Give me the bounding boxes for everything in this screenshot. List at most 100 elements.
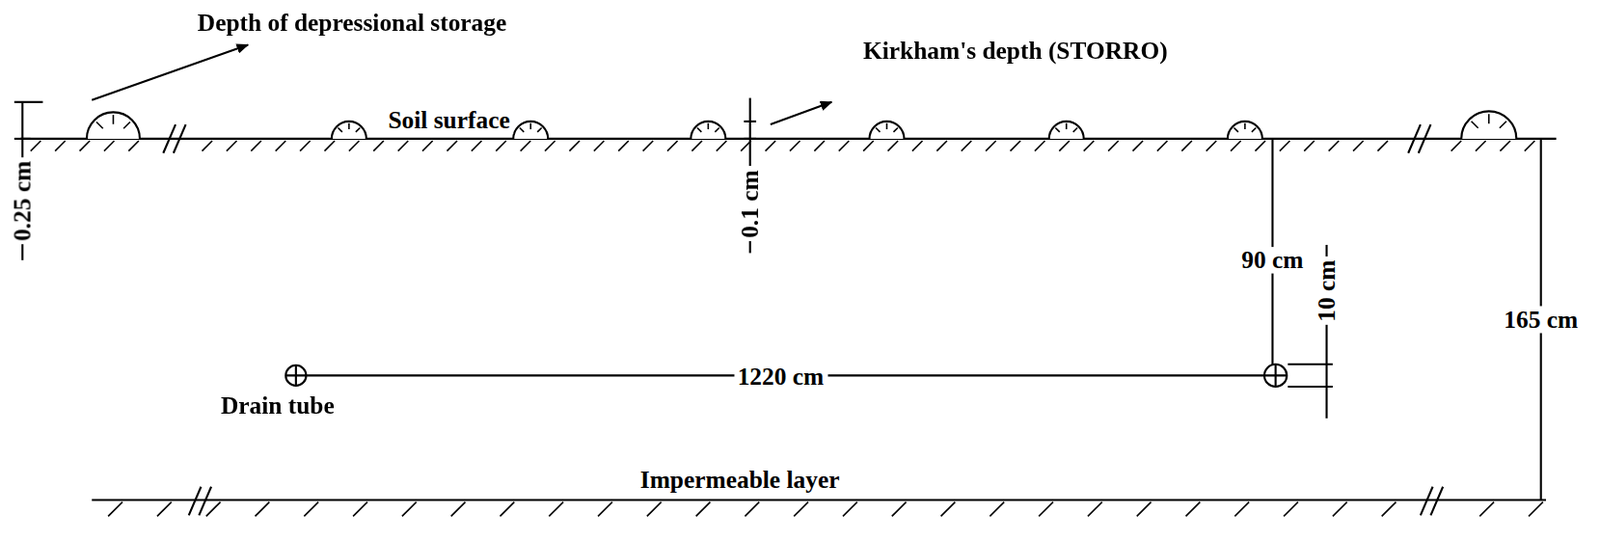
bump-hatch — [96, 121, 104, 129]
soil-surface-line — [20, 137, 1556, 140]
bump-hatch — [1488, 113, 1491, 124]
layer-hatch — [892, 502, 907, 517]
dimension-tick — [1287, 385, 1333, 388]
soil-hatch — [299, 140, 311, 152]
dimension-tick — [1287, 363, 1333, 366]
bump-hatch — [875, 127, 880, 132]
soil-hatch — [1058, 140, 1070, 152]
layer-hatch — [1479, 502, 1494, 517]
bump-hatch — [529, 123, 532, 130]
drain-tube-cross — [1264, 364, 1287, 387]
soil-hatch — [888, 140, 899, 152]
soil-hatch — [1206, 140, 1218, 152]
soil-hatch — [544, 140, 556, 152]
dimension-label: 0.1 cm — [736, 166, 764, 242]
layer-hatch — [499, 502, 515, 517]
bump-hatch — [697, 127, 702, 132]
bump-hatch — [348, 123, 351, 130]
soil-hatch — [471, 140, 483, 152]
break-mark — [162, 124, 186, 154]
soil-hatch — [961, 140, 973, 152]
soil-hatch — [863, 140, 874, 152]
soil-hatch — [226, 140, 238, 152]
callout-text: Depth of depressional storage — [197, 10, 507, 35]
bump-hatch — [355, 127, 360, 132]
soil-hatch — [1499, 140, 1511, 152]
soil-hatch — [373, 140, 384, 152]
soil-hatch — [446, 140, 458, 152]
dimension-label: 10 cm — [1313, 256, 1341, 326]
soil-hatch — [1524, 140, 1536, 152]
dimension-label: 1220 cm — [733, 363, 827, 391]
depression-bump — [1227, 121, 1263, 139]
depression-bump — [331, 121, 367, 139]
layer-hatch — [1234, 502, 1249, 517]
dimension-label: 0.25 cm — [9, 158, 37, 245]
soil-hatch — [275, 140, 287, 152]
dimension-tick — [743, 120, 757, 123]
bump-hatch — [1244, 123, 1247, 130]
soil-hatch — [1084, 140, 1095, 152]
layer-hatch — [451, 502, 466, 517]
depression-bump — [1049, 121, 1085, 139]
layer-hatch — [548, 502, 564, 517]
depression-bump — [690, 121, 726, 139]
soil-hatch — [789, 140, 801, 152]
layer-hatch — [793, 502, 809, 517]
bump-hatch — [707, 123, 710, 130]
soil-hatch — [1377, 140, 1388, 152]
soil-hatch — [250, 140, 262, 152]
soil-hatch — [495, 140, 507, 152]
soil-hatch — [1230, 140, 1242, 152]
depression-bump — [869, 121, 905, 139]
bump-hatch — [1471, 121, 1479, 129]
layer-hatch — [597, 502, 613, 517]
bump-hatch — [112, 114, 115, 125]
layer-hatch — [1087, 502, 1103, 517]
dimension-tick — [14, 137, 31, 140]
layer-hatch — [255, 502, 271, 517]
drain-tube-symbol — [1264, 364, 1287, 387]
soil-hatch — [30, 140, 42, 152]
leader-arrow — [770, 102, 832, 125]
soil-hatch — [202, 140, 214, 152]
layer-hatch — [402, 502, 417, 517]
dimension-tick — [14, 101, 44, 104]
bump-hatch — [1073, 127, 1078, 132]
soil-hatch — [1451, 140, 1463, 152]
layer-hatch — [1283, 502, 1299, 517]
break-mark — [1420, 487, 1443, 516]
soil-hatch — [80, 140, 91, 152]
soil-hatch — [765, 140, 777, 152]
soil-hatch — [422, 140, 434, 152]
bump-hatch — [537, 127, 542, 132]
soil-hatch — [1132, 140, 1143, 152]
soil-hatch — [936, 140, 948, 152]
soil-hatch — [520, 140, 532, 152]
bump-hatch — [1055, 127, 1059, 132]
layer-hatch — [647, 502, 662, 517]
soil-hatch — [1475, 140, 1487, 152]
break-mark — [1408, 124, 1431, 154]
soil-hatch — [349, 140, 360, 152]
layer-hatch — [157, 502, 172, 517]
layer-label: Impermeable layer — [637, 466, 843, 494]
soil-hatch — [569, 140, 580, 152]
layer-hatch — [303, 502, 319, 517]
callout-text: Kirkham's depth (STORRO) — [863, 38, 1168, 63]
soil-hatch — [1254, 140, 1266, 152]
drain-tube-symbol — [285, 365, 306, 386]
bump-hatch — [1233, 127, 1238, 132]
leader-arrow — [91, 45, 248, 101]
soil-hatch — [691, 140, 703, 152]
depression-bump — [86, 111, 140, 139]
layer-hatch — [744, 502, 760, 517]
soil-hatch — [128, 140, 139, 152]
layer-hatch — [1332, 502, 1348, 517]
break-mark — [189, 487, 212, 516]
dimension-label: 90 cm — [1238, 246, 1307, 274]
soil-hatch — [912, 140, 923, 152]
bump-hatch — [1251, 127, 1256, 132]
layer-hatch — [1038, 502, 1054, 517]
